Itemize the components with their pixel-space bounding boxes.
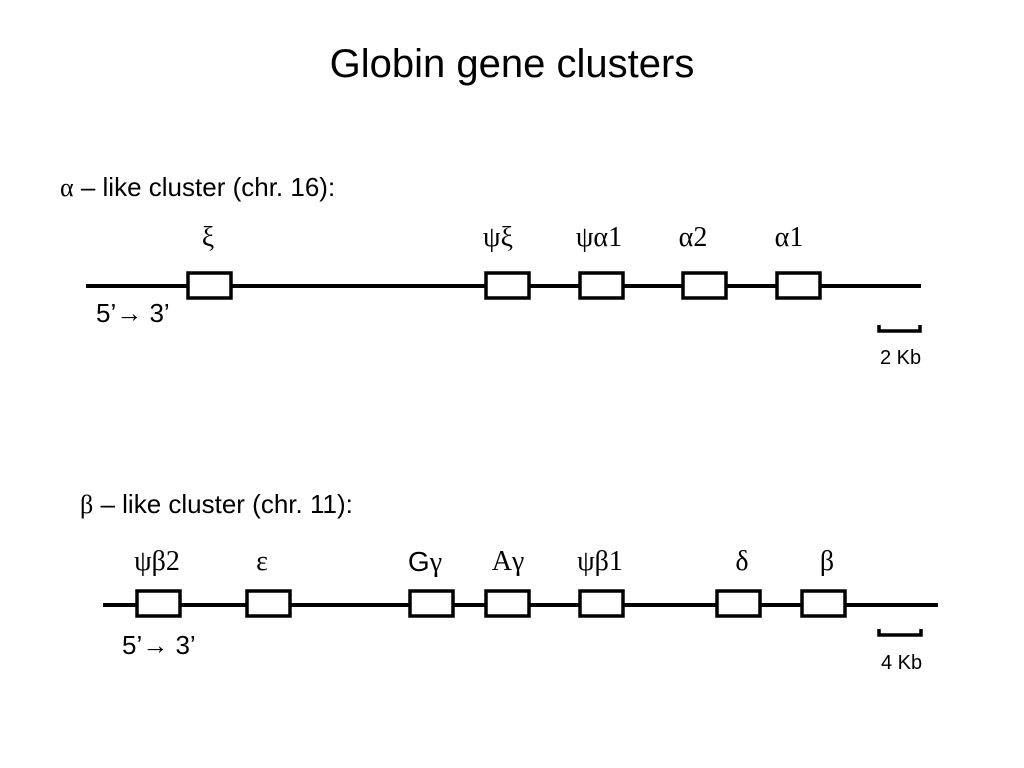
- gene-box-psi-beta2: [135, 589, 182, 618]
- gene-label-epsilon: ε: [256, 546, 268, 577]
- beta-scale-bracket: [877, 629, 923, 637]
- g-gamma-symbol: γ: [429, 547, 443, 578]
- beta-cluster-heading: β – like cluster (chr. 11):: [80, 489, 353, 520]
- alpha-cluster-heading: α – like cluster (chr. 16):: [60, 172, 335, 203]
- gene-label-zeta: ξ: [201, 222, 215, 253]
- g-gamma-prefix: G: [407, 546, 430, 577]
- alpha-symbol: α: [60, 173, 74, 202]
- gene-label-psi-beta1: ψβ1: [577, 546, 623, 577]
- beta-heading-text: – like cluster (chr. 11):: [93, 489, 353, 519]
- beta-orientation-label: 5’→ 3’: [122, 630, 196, 660]
- gene-label-psi-zeta: ψξ: [482, 222, 513, 253]
- gene-label-psi-beta2: ψβ2: [134, 546, 180, 577]
- gene-box-zeta: [186, 271, 233, 300]
- alpha-scale-bracket: [877, 325, 922, 333]
- gene-box-alpha2: [681, 271, 728, 300]
- a-gamma-symbol: γ: [511, 546, 525, 577]
- gene-box-psi-zeta: [484, 271, 531, 300]
- gene-label-alpha2: α2: [678, 222, 708, 253]
- gene-box-a-gamma: [484, 589, 531, 618]
- gene-label-psi-alpha1: ψα1: [575, 222, 623, 253]
- page-title: Globin gene clusters: [329, 42, 695, 86]
- alpha-orientation-label: 5’→ 3’: [96, 298, 170, 328]
- gene-label-g-gamma: Gγ: [375, 546, 475, 579]
- gene-box-psi-alpha1: [578, 271, 625, 300]
- gene-box-delta: [715, 589, 762, 618]
- beta-symbol: β: [80, 490, 94, 519]
- gene-label-a-gamma: Aγ: [458, 546, 558, 578]
- alpha-heading-text: – like cluster (chr. 16):: [73, 172, 336, 202]
- gene-box-psi-beta1: [578, 589, 625, 618]
- gene-label-beta: β: [819, 546, 835, 577]
- gene-label-alpha1: α1: [774, 222, 804, 253]
- gene-box-alpha1: [775, 271, 822, 300]
- gene-label-delta: δ: [735, 546, 749, 577]
- beta-scale-label: 4 Kb: [881, 652, 923, 674]
- a-gamma-prefix: A: [491, 546, 512, 577]
- gene-box-epsilon: [245, 589, 292, 618]
- alpha-scale-label: 2 Kb: [880, 347, 922, 369]
- gene-box-beta: [800, 589, 847, 618]
- gene-box-g-gamma: [408, 589, 455, 618]
